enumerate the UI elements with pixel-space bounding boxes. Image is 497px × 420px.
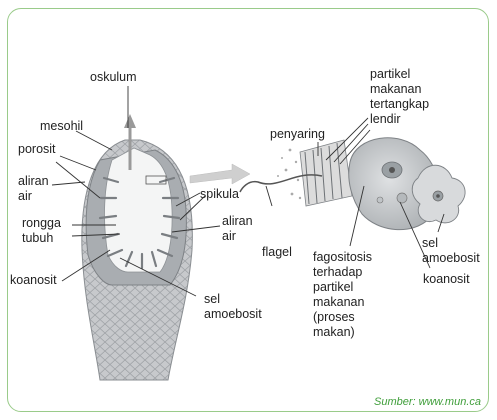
label-flagel: flagel: [262, 245, 292, 260]
label-sel-amoebosit-left: sel amoebosit: [204, 292, 262, 322]
label-aliran-air-left: aliran air: [18, 174, 49, 204]
label-fagositosis: fagositosis terhadap partikel makanan (p…: [313, 250, 372, 340]
label-oskulum: oskulum: [90, 70, 137, 85]
label-porosit: porosit: [18, 142, 56, 157]
label-rongga-tubuh: rongga tubuh: [22, 216, 61, 246]
label-aliran-air-mid: aliran air: [222, 214, 253, 244]
label-koanosit-right: koanosit: [423, 272, 470, 287]
sponge-body: [82, 114, 193, 380]
source-credit: Sumber: www.mun.ca: [374, 396, 481, 408]
zoom-arrow: [190, 164, 250, 184]
label-koanosit-left: koanosit: [10, 273, 57, 288]
choanocyte-detail: [240, 138, 465, 230]
label-sel-amoebosit-right: sel amoebosit: [422, 236, 480, 266]
label-spikula: spikula: [200, 187, 239, 202]
label-penyaring: penyaring: [270, 127, 325, 142]
label-partikel-makanan: partikel makanan tertangkap lendir: [370, 67, 429, 127]
label-mesohil: mesohil: [40, 119, 83, 134]
